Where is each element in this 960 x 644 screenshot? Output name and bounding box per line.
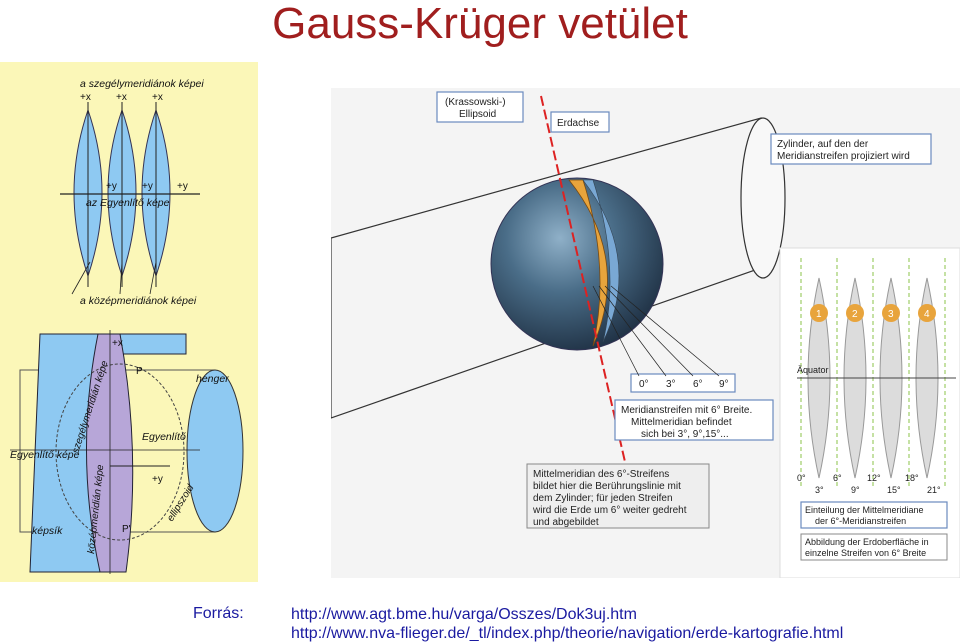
zone-number-2: 2 bbox=[852, 309, 858, 320]
mittelmeridian-1: Mittelmeridian des 6°-Streifens bbox=[533, 469, 669, 480]
meridianstreifen-1: Meridianstreifen mit 6° Breite. bbox=[621, 405, 752, 416]
bottom-deg-21: 21° bbox=[927, 485, 941, 495]
x-label-3: +x bbox=[152, 92, 163, 103]
degree-3: 3° bbox=[666, 379, 676, 390]
x-label-1: +x bbox=[80, 92, 91, 103]
cylinder-projection-svg: +x +y P P' henger Egyenlítő Egyenlítő ké… bbox=[10, 330, 244, 574]
label-border-meridians: a szegélymeridiánok képei bbox=[80, 78, 204, 90]
earth-cylinder-svg: (Krassowski-) Ellipsoid Erdachse Zylinde… bbox=[330, 91, 960, 579]
earth-globe bbox=[490, 177, 664, 351]
source-link-1[interactable]: http://www.agt.bme.hu/varga/Osszes/Dok3u… bbox=[291, 606, 637, 623]
bottom-deg-9: 9° bbox=[851, 485, 860, 495]
erdachse-label: Erdachse bbox=[557, 118, 600, 129]
label-central-meridians: a középmeridiánok képei bbox=[80, 295, 197, 307]
source-links: http://www.agt.bme.hu/varga/Osszes/Dok3u… bbox=[291, 605, 843, 643]
mittelmeridian-2: bildet hier die Berührungslinie mit bbox=[533, 481, 681, 492]
abbildung-1: Abbildung der Erdoberfläche in bbox=[805, 537, 929, 547]
zone-number-1: 1 bbox=[816, 309, 822, 320]
meridianstreifen-3: sich bei 3°, 9°,15°... bbox=[641, 429, 729, 440]
einteilung-1: Einteilung der Mittelmeridiane bbox=[805, 505, 924, 515]
orange-strip bbox=[568, 179, 608, 347]
ellipszoid-label: ellipszoid bbox=[165, 483, 196, 524]
bottom-deg-15: 15° bbox=[887, 485, 901, 495]
bottom-deg-6: 6° bbox=[833, 473, 842, 483]
egyenlito-label: Egyenlítő bbox=[142, 431, 186, 443]
bottom-deg-0: 0° bbox=[797, 473, 806, 483]
mittelmeridian-3: dem Zylinder; für jeden Streifen bbox=[533, 493, 673, 504]
abbildung-2: einzelne Streifen von 6° Breite bbox=[805, 548, 926, 558]
p-lower-label: P' bbox=[122, 524, 131, 535]
plus-x-label: +x bbox=[112, 338, 123, 349]
degree-0: 0° bbox=[639, 379, 649, 390]
plus-y-label: +y bbox=[152, 474, 163, 485]
label-equator-image: az Egyenlítő képe bbox=[86, 197, 170, 209]
egyenlito-kepe-label: Egyenlítő képe bbox=[10, 449, 80, 461]
source-link-2[interactable]: http://www.nva-flieger.de/_tl/index.php/… bbox=[291, 625, 844, 642]
cylinder-projection-diagram: +x +y P P' henger Egyenlítő Egyenlítő ké… bbox=[0, 324, 258, 582]
blue-strip bbox=[582, 179, 620, 343]
zones-projection-svg: a szegélymeridiánok képei +x +x +x +y +y… bbox=[60, 78, 204, 307]
degree-6: 6° bbox=[693, 379, 703, 390]
krassowski-label-1: (Krassowski-) bbox=[445, 97, 506, 108]
y-label-1: +y bbox=[106, 181, 117, 192]
source-label: Forrás: bbox=[193, 605, 244, 622]
bottom-deg-12: 12° bbox=[867, 473, 881, 483]
zylinder-label-1: Zylinder, auf den der bbox=[777, 139, 869, 150]
degree-9: 9° bbox=[719, 379, 729, 390]
krassowski-label-2: Ellipsoid bbox=[459, 109, 496, 120]
earth-axis bbox=[540, 95, 632, 489]
ellipsoid-outline bbox=[55, 363, 185, 541]
p-upper-label: P bbox=[136, 366, 143, 377]
zones-projection-diagram: a szegélymeridiánok képei +x +x +x +y +y… bbox=[0, 62, 258, 324]
mittelmeridian-5: und abgebildet bbox=[533, 517, 599, 528]
bottom-deg-18: 18° bbox=[905, 473, 919, 483]
earth-cylinder-diagram: (Krassowski-) Ellipsoid Erdachse Zylinde… bbox=[330, 88, 960, 579]
y-label-3: +y bbox=[177, 181, 188, 192]
bottom-deg-3: 3° bbox=[815, 485, 824, 495]
meridianstreifen-2: Mittelmeridian befindet bbox=[631, 417, 732, 428]
aquator-label: Äquator bbox=[797, 365, 829, 375]
henger-label: henger bbox=[196, 373, 229, 385]
zone-number-4: 4 bbox=[924, 309, 930, 320]
einteilung-2: der 6°-Meridianstreifen bbox=[815, 516, 906, 526]
mittelmeridian-4: wird die Erde um 6° weiter gedreht bbox=[532, 505, 687, 516]
zylinder-label-2: Meridianstreifen projiziert wird bbox=[777, 151, 910, 162]
x-label-2: +x bbox=[116, 92, 127, 103]
cylinder-end bbox=[186, 369, 244, 533]
kepsik-label: képsík bbox=[32, 525, 63, 537]
y-label-2: +y bbox=[142, 181, 153, 192]
zone-number-3: 3 bbox=[888, 309, 894, 320]
page-title: Gauss-Krüger vetület bbox=[272, 0, 688, 48]
